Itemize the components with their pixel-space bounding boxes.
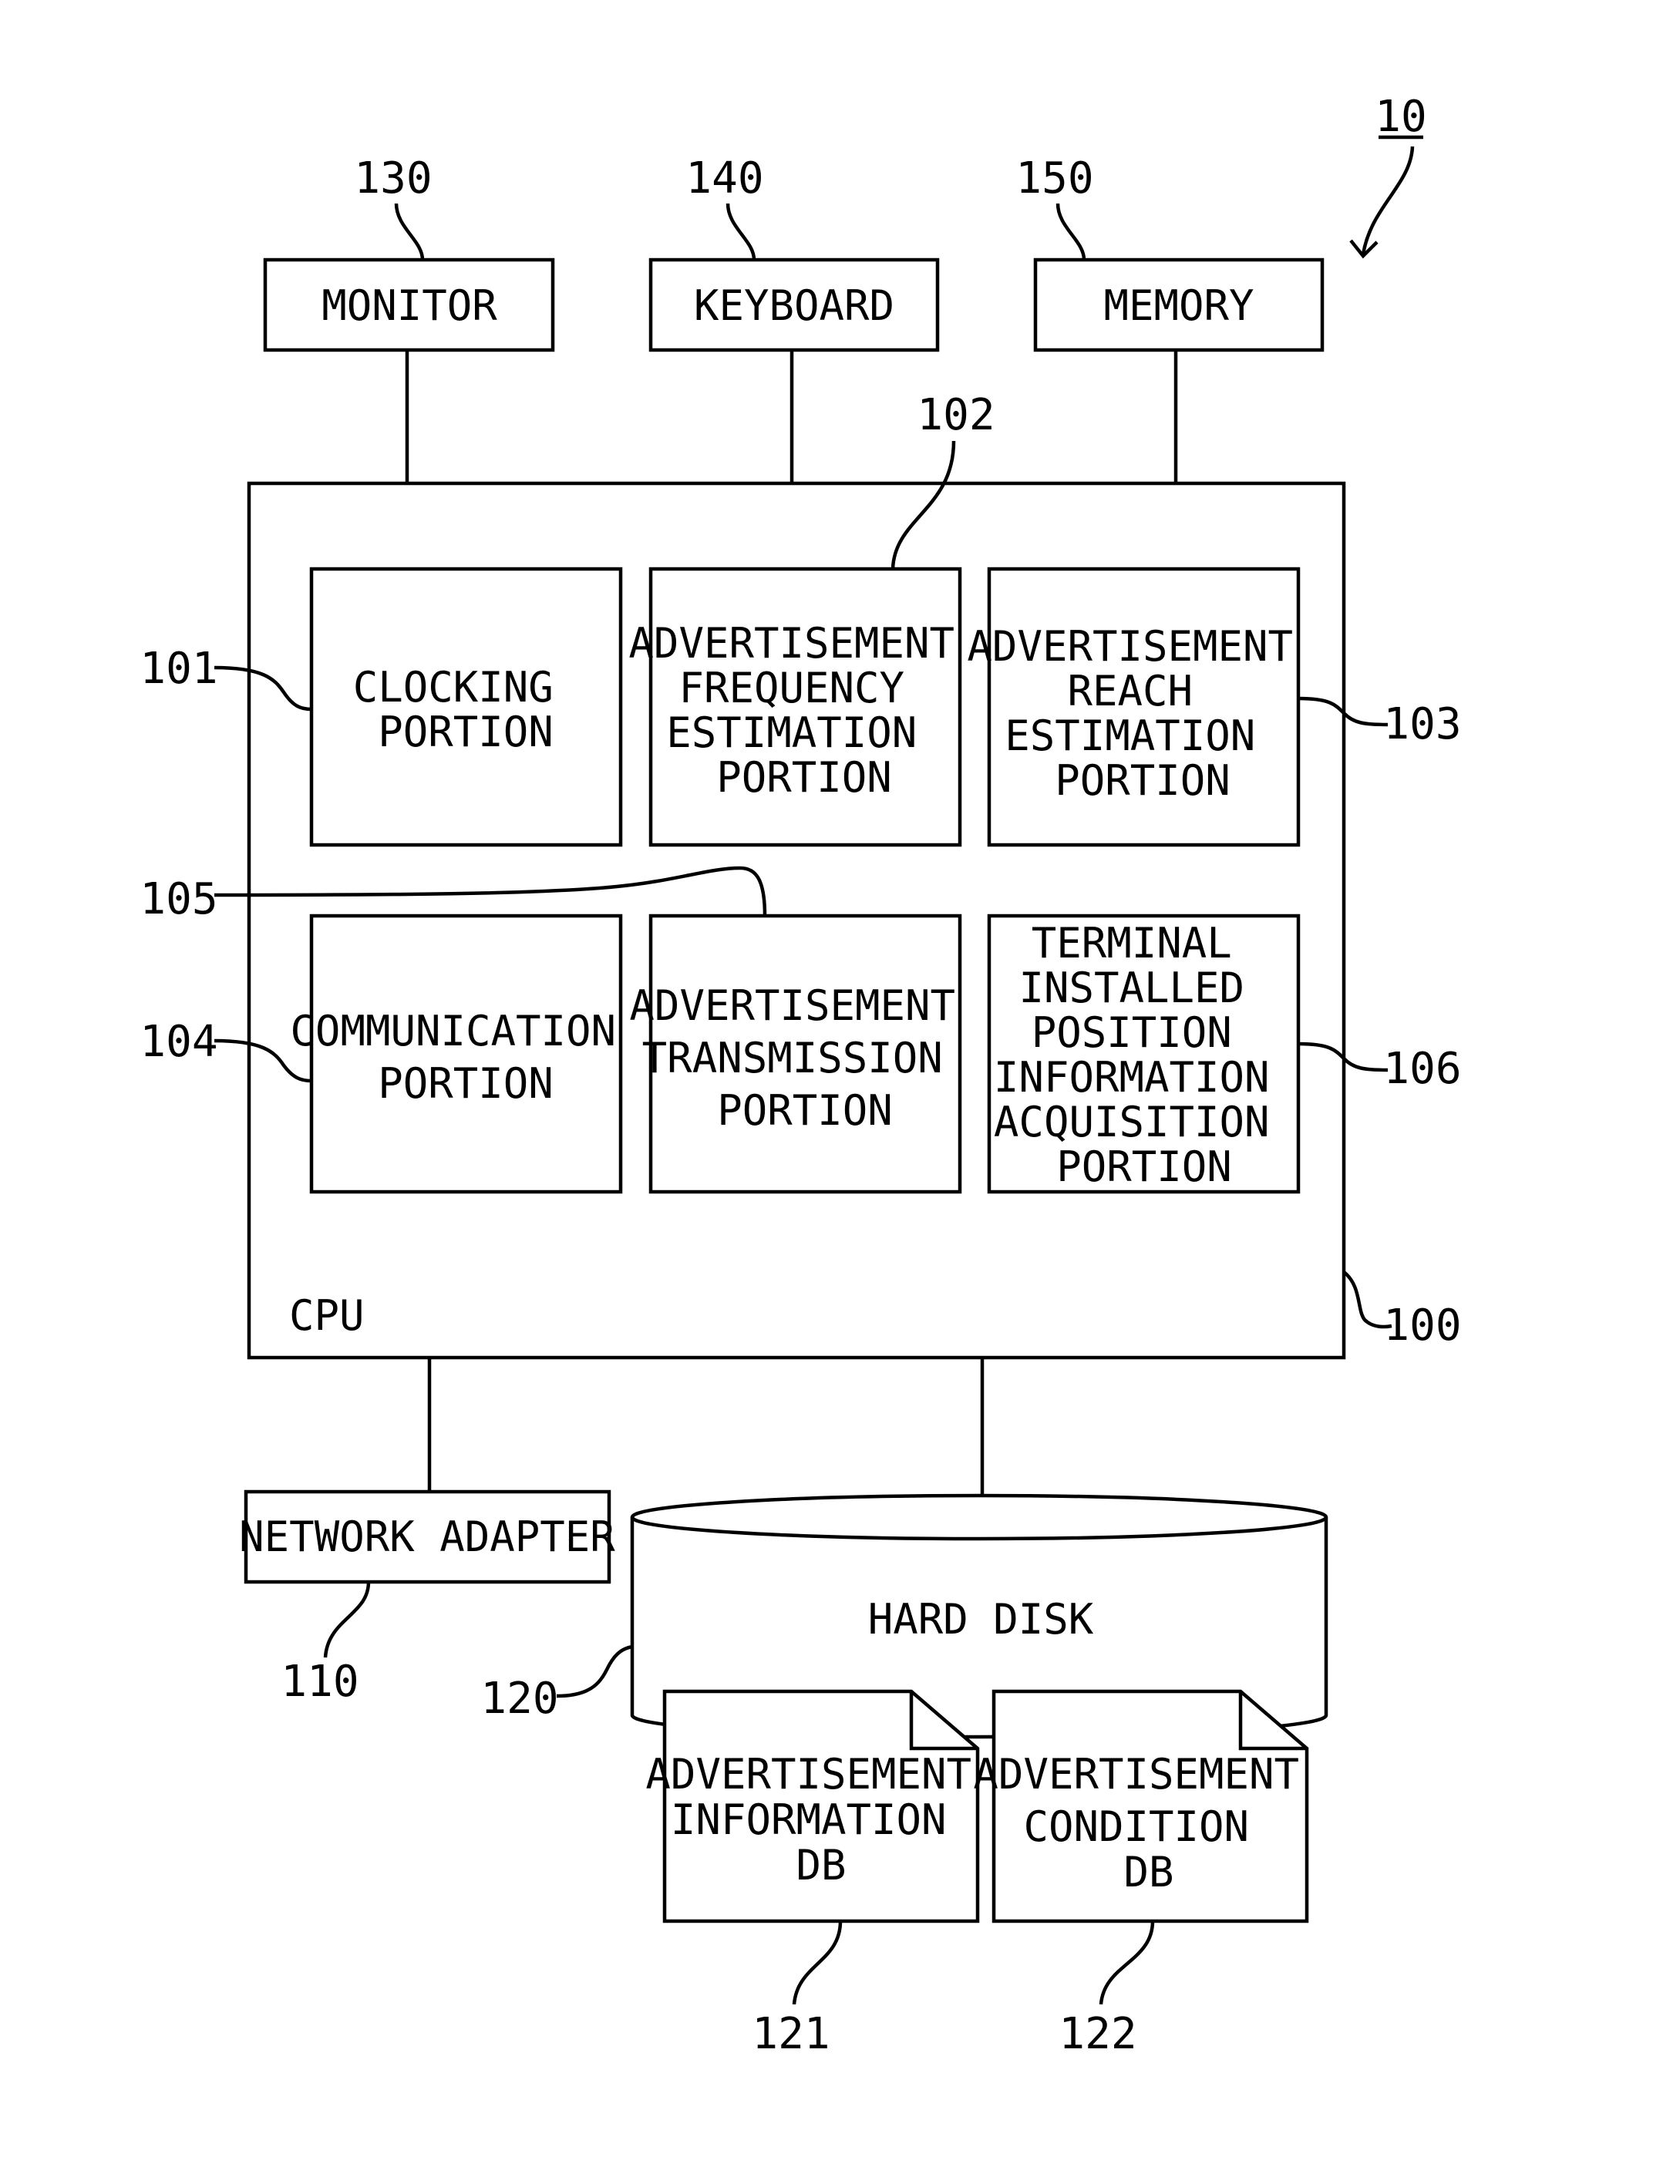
ad-info-db-line-3: DB	[796, 1841, 846, 1890]
keyboard-leader	[728, 204, 754, 260]
network-adapter-label: NETWORK ADAPTER	[239, 1513, 615, 1561]
frequency-line-4: PORTION	[716, 753, 892, 802]
terminal-position-portion: TERMINAL INSTALLED POSITION INFORMATION …	[989, 916, 1462, 1192]
memory-ref: 150	[1015, 153, 1093, 204]
ad-info-db-leader	[794, 1921, 840, 2004]
communication-line-1: COMMUNICATION	[290, 1007, 616, 1055]
ad-cond-db-block: ADVERTISEMENT CONDITION DB 122	[973, 1691, 1324, 2059]
frequency-line-1: ADVERTISEMENT	[628, 619, 954, 668]
network-adapter-leader	[325, 1582, 369, 1657]
memory-block: MEMORY 150	[1015, 153, 1322, 483]
ad-cond-db-ref: 122	[1059, 2009, 1136, 2059]
reach-line-3: ESTIMATION	[1005, 712, 1255, 760]
hard-disk-label: HARD DISK	[868, 1595, 1094, 1644]
figure-ref-leader	[1363, 146, 1412, 254]
clocking-label: CLOCKING PORTION	[353, 663, 579, 756]
keyboard-ref: 140	[685, 153, 763, 204]
ad-info-db-ref: 121	[752, 2009, 830, 2059]
cpu-ref: 100	[1383, 1301, 1461, 1351]
frequency-line-2: FREQUENCY	[678, 664, 904, 712]
ad-info-db-line-1: ADVERTISEMENT	[645, 1750, 971, 1799]
reach-estimation-portion: ADVERTISEMENT REACH ESTIMATION PORTION 1…	[967, 569, 1461, 845]
cpu-label: CPU	[289, 1291, 365, 1340]
terminal-line-2: INSTALLED	[1018, 964, 1244, 1012]
communication-portion: COMMUNICATION PORTION 104	[140, 916, 641, 1192]
ad-info-db-block: ADVERTISEMENT INFORMATION DB 121	[645, 1691, 996, 2059]
monitor-label: MONITOR	[322, 281, 497, 330]
monitor-ref: 130	[354, 153, 432, 204]
reach-line-4: PORTION	[1055, 756, 1231, 805]
keyboard-label: KEYBOARD	[694, 281, 894, 330]
ad-cond-db-line-2: CONDITION	[1023, 1802, 1249, 1851]
ad-cond-db-leader	[1101, 1921, 1153, 2004]
transmission-ref: 105	[140, 874, 217, 924]
communication-line-2: PORTION	[378, 1059, 554, 1108]
terminal-line-6: PORTION	[1056, 1142, 1232, 1191]
figure-ref: 10	[1351, 92, 1427, 256]
reach-line-2: REACH	[1067, 667, 1193, 715]
reach-ref: 103	[1383, 699, 1461, 749]
ad-info-db-line-2: INFORMATION	[671, 1795, 947, 1844]
communication-ref: 104	[140, 1017, 217, 1067]
network-adapter-ref: 110	[281, 1657, 359, 1707]
terminal-line-1: TERMINAL	[1032, 919, 1232, 967]
figure-ref-number: 10	[1375, 92, 1426, 142]
terminal-line-4: INFORMATION	[994, 1053, 1270, 1102]
reach-line-1: ADVERTISEMENT	[967, 622, 1293, 671]
network-adapter-block: NETWORK ADAPTER 110	[239, 1492, 615, 1707]
transmission-line-3: PORTION	[717, 1086, 893, 1135]
terminal-ref: 106	[1383, 1044, 1461, 1094]
frequency-ref: 102	[917, 390, 995, 440]
monitor-block: MONITOR 130	[265, 153, 553, 483]
hard-disk-ref: 120	[480, 1674, 558, 1724]
hard-disk-top	[632, 1496, 1326, 1539]
ad-cond-db-line-1: ADVERTISEMENT	[973, 1750, 1299, 1799]
monitor-leader	[396, 204, 423, 260]
transmission-line-1: ADVERTISEMENT	[629, 981, 955, 1030]
terminal-line-3: POSITION	[1032, 1008, 1232, 1057]
terminal-line-5: ACQUISITION	[994, 1098, 1270, 1146]
memory-label: MEMORY	[1103, 281, 1254, 330]
keyboard-block: KEYBOARD 140	[651, 153, 938, 483]
transmission-line-2: TRANSMISSION	[642, 1034, 943, 1082]
hard-disk-leader	[557, 1647, 632, 1696]
clocking-ref: 101	[140, 644, 217, 694]
clocking-line-1: CLOCKING	[353, 663, 554, 712]
ad-cond-db-line-3: DB	[1123, 1848, 1173, 1896]
frequency-line-3: ESTIMATION	[666, 708, 917, 757]
clocking-portion: CLOCKING PORTION 101	[140, 569, 621, 845]
frequency-estimation-portion: ADVERTISEMENT FREQUENCY ESTIMATION PORTI…	[628, 390, 995, 845]
clocking-line-2: PORTION	[378, 708, 554, 756]
memory-leader	[1058, 204, 1084, 260]
